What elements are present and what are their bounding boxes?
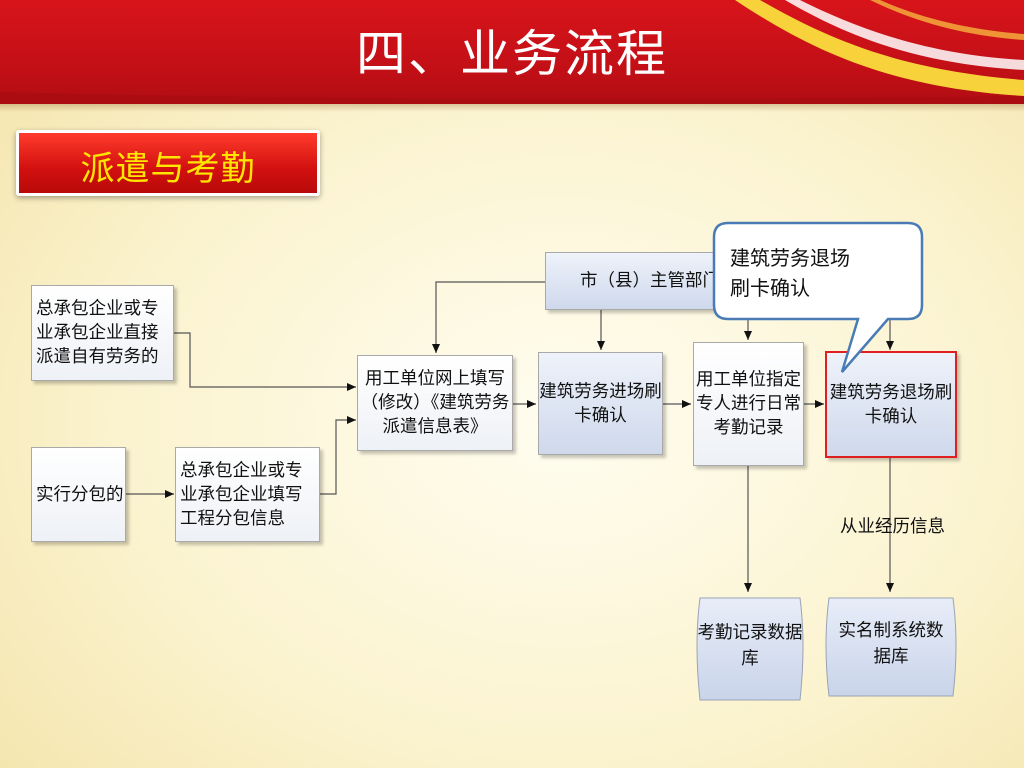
edge-direct-to-form — [174, 332, 356, 391]
node-fill-subcontract: 总承包企业或专业承包企业填写工程分包信息 — [175, 447, 320, 542]
node-direct-dispatch: 总承包企业或专业承包企业直接派遣自有劳务的 — [31, 285, 174, 381]
node-subcontract-label: 实行分包的 — [36, 484, 124, 505]
node-attendance-record-label: 用工单位指定专人进行日常考勤记录 — [696, 370, 801, 438]
callout-line-2: 刷卡确认 — [730, 276, 810, 300]
db-realname-shape — [825, 597, 957, 697]
node-direct-dispatch-label: 总承包企业或专业承包企业直接派遣自有劳务的 — [36, 299, 159, 367]
section-heading: 派遣与考勤 — [80, 149, 256, 189]
page-title: 四、业务流程 — [356, 25, 668, 83]
db-attendance-shape — [696, 597, 804, 701]
header-shadow — [0, 104, 1024, 112]
node-entry-card: 建筑劳务进场刷卡确认 — [538, 352, 663, 455]
edge-authority-to-form — [432, 281, 545, 353]
node-entry-card-label: 建筑劳务进场刷卡确认 — [539, 381, 662, 426]
node-fill-dispatch-form: 用工单位网上填写（修改）《建筑劳务派遣信息表》 — [357, 355, 513, 451]
section-heading-box: 派遣与考勤 — [16, 130, 320, 196]
node-exit-card: 建筑劳务退场刷卡确认 — [825, 351, 957, 458]
node-fill-subcontract-label: 总承包企业或专业承包企业填写工程分包信息 — [180, 460, 303, 529]
edge-fill-to-form — [320, 416, 356, 495]
header-banner: 四、业务流程 — [0, 0, 1024, 104]
db-realname-label: 实名制系统数据库 — [838, 621, 944, 667]
edge-label-work-history: 从业经历信息 — [840, 517, 945, 537]
header-swoosh-decoration — [0, 0, 1024, 104]
node-authority-label: 市（县）主管部门 — [580, 271, 720, 291]
callout-line-1: 建筑劳务退场 — [730, 246, 850, 270]
node-exit-card-label: 建筑劳务退场刷卡确认 — [829, 382, 953, 427]
db-attendance: 考勤记录数据库 — [692, 594, 808, 704]
db-attendance-label: 考勤记录数据库 — [697, 623, 803, 669]
node-subcontract: 实行分包的 — [31, 447, 126, 542]
node-attendance-record: 用工单位指定专人进行日常考勤记录 — [693, 342, 804, 466]
node-fill-dispatch-form-label: 用工单位网上填写（修改）《建筑劳务派遣信息表》 — [360, 369, 510, 437]
db-realname: 实名制系统数据库 — [821, 594, 961, 700]
